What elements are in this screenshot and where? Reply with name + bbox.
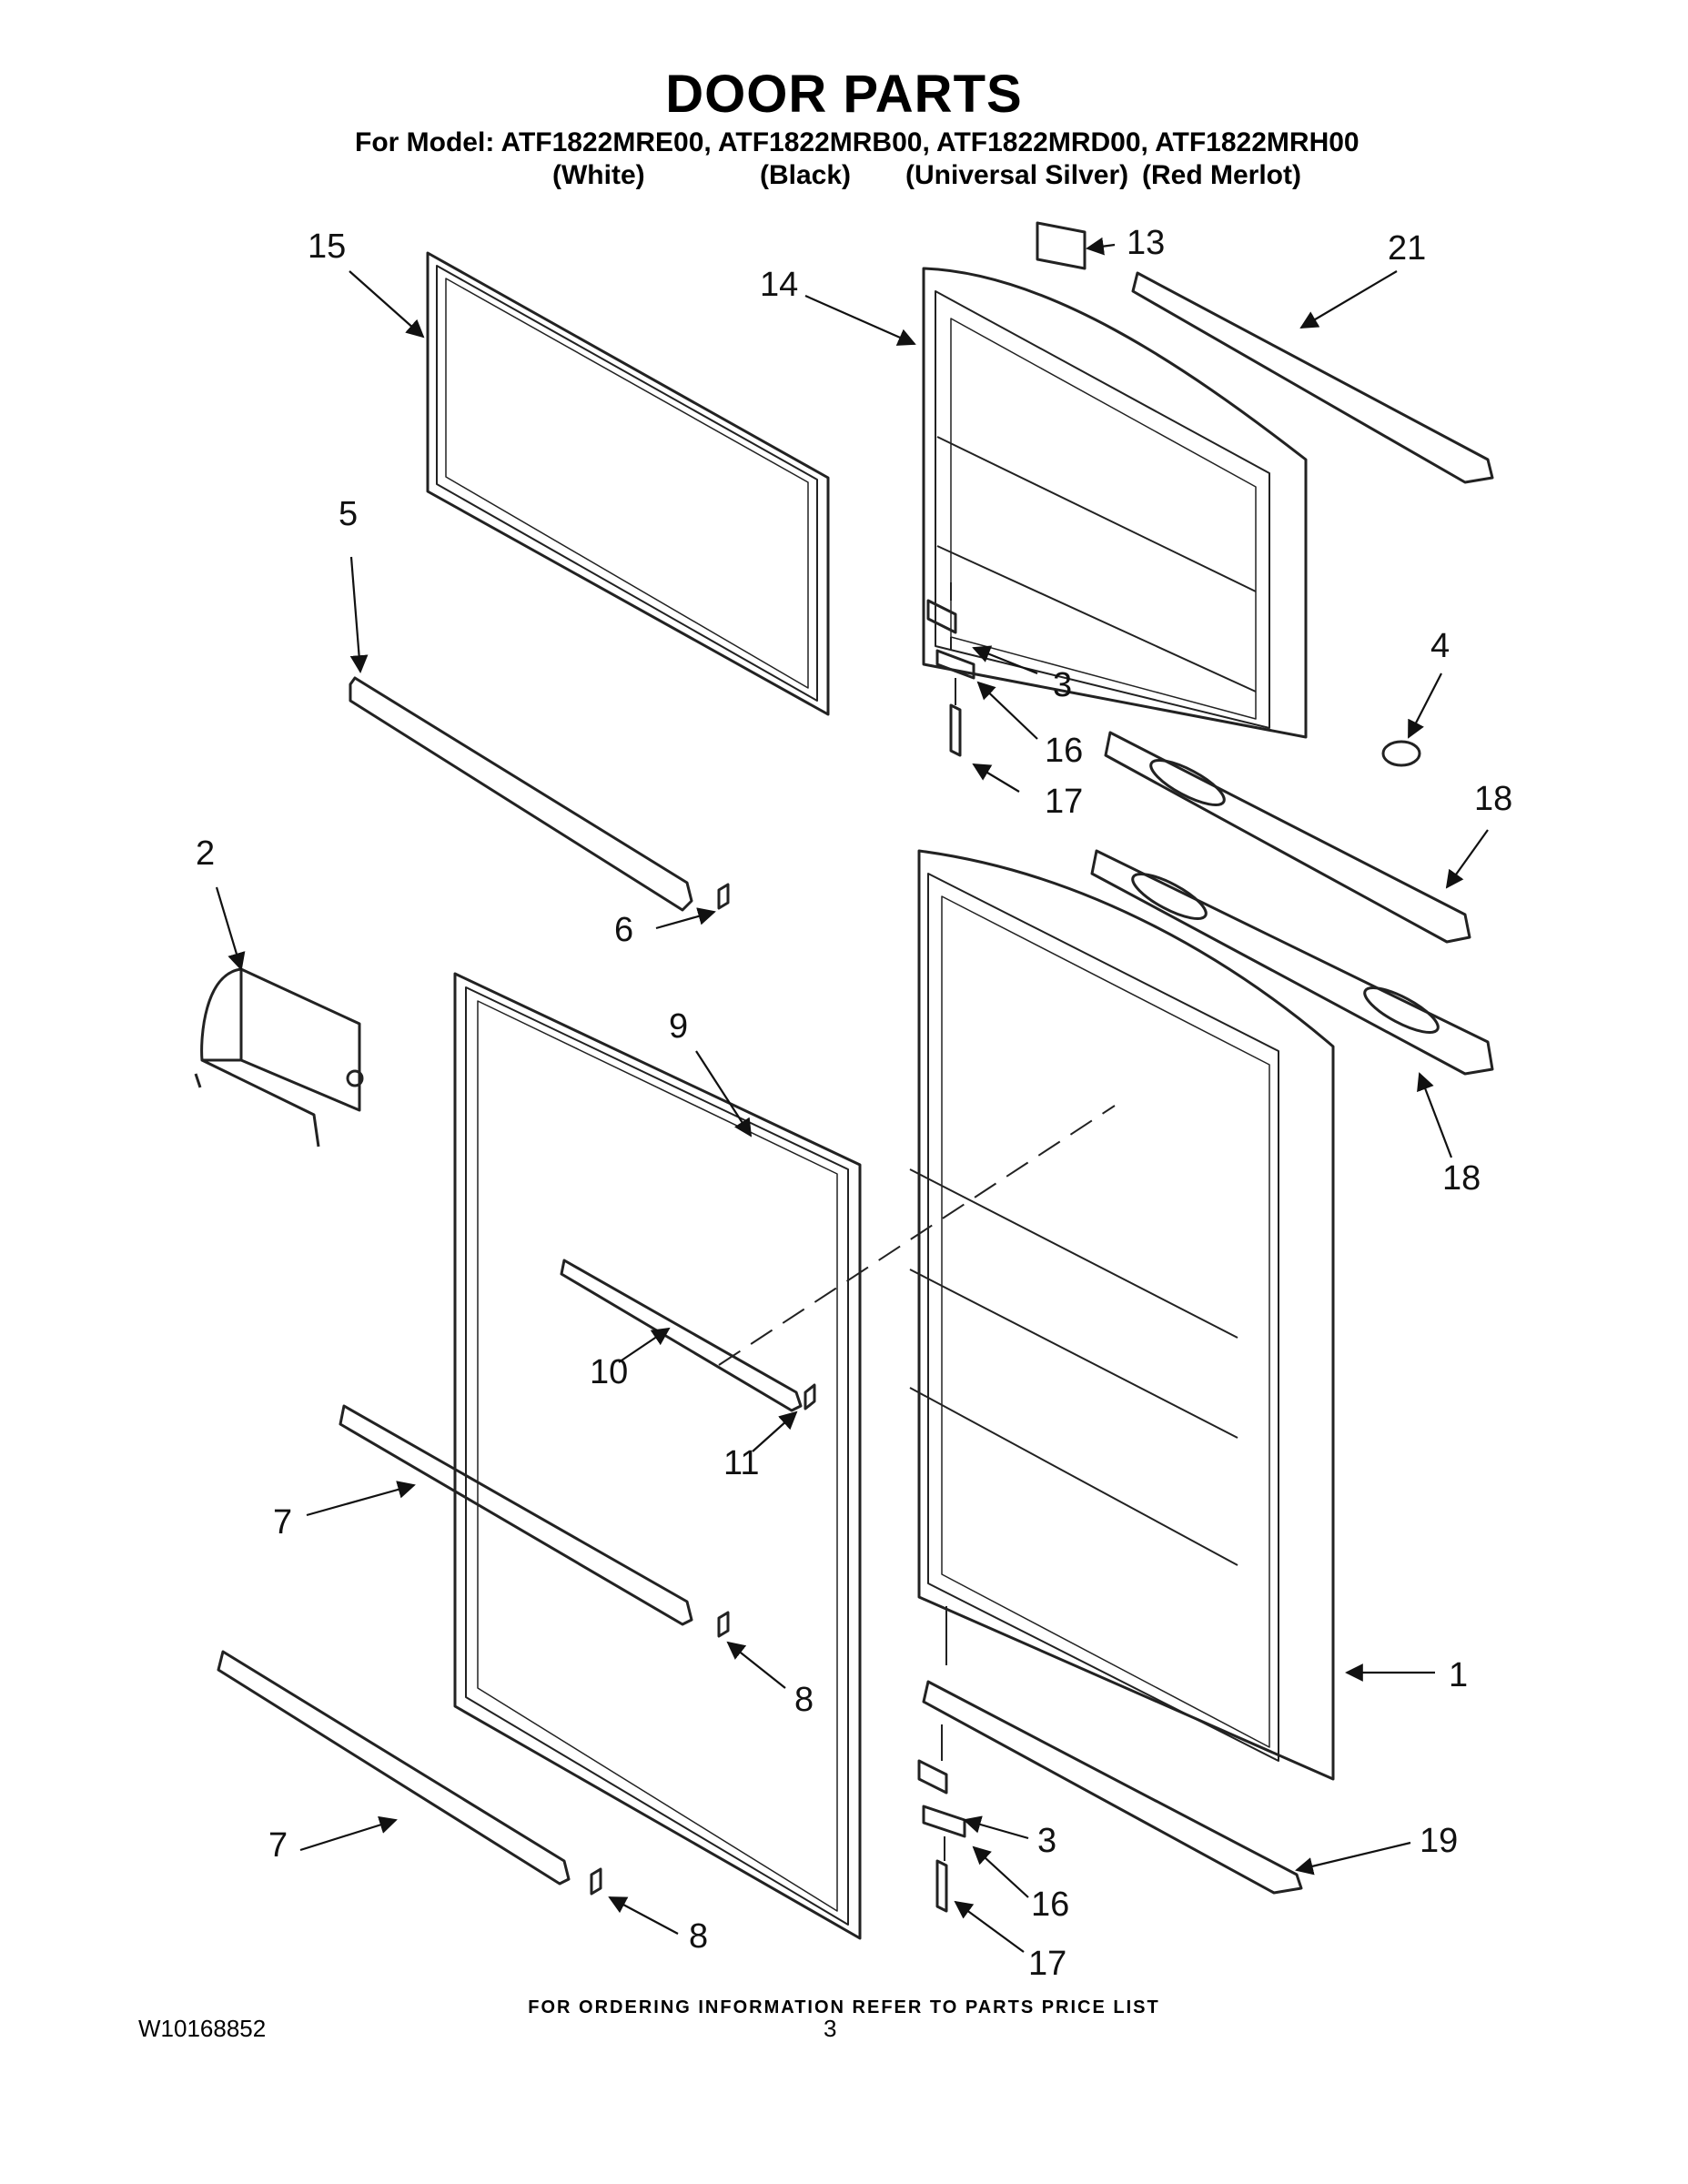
- freezer-door-label: [1036, 221, 1087, 270]
- freezer-door-gasket: [426, 251, 830, 716]
- document-number: W10168852: [138, 2015, 267, 2042]
- hinge-guide-line-upper: [950, 582, 956, 705]
- color-black: (Black): [760, 160, 852, 190]
- callout-17-lower: 17: [1028, 1945, 1066, 1983]
- callout-8-lower: 8: [689, 1917, 708, 1956]
- color-universal-silver: (Universal Silver): [905, 160, 1129, 190]
- callout-11: 11: [723, 1444, 759, 1482]
- model-line: For Model: ATF1822MRE00, ATF1822MRB00, A…: [355, 127, 1359, 157]
- door-shelf-trim-lower: [217, 1650, 571, 1886]
- callout-3-upper: 3: [1053, 666, 1072, 704]
- freezer-handle-trim: [1131, 271, 1494, 484]
- dairy-compartment-door: [194, 967, 364, 1148]
- callout-13: 13: [1127, 224, 1165, 262]
- freezer-door-assembly: [922, 267, 1308, 739]
- assembly-guide-line: [718, 1105, 1116, 1366]
- callout-19: 19: [1420, 1822, 1458, 1860]
- callout-16-lower: 16: [1031, 1886, 1069, 1924]
- leader-lines: [215, 237, 1489, 1953]
- handle-lower: [1090, 849, 1494, 1076]
- callout-5: 5: [339, 495, 358, 533]
- door-bottom-trim: [922, 1680, 1303, 1895]
- color-red-merlot: (Red Merlot): [1142, 160, 1301, 190]
- color-white: (White): [552, 160, 645, 190]
- handle-upper: [1104, 731, 1471, 944]
- callout-7-lower: 7: [268, 1826, 288, 1865]
- callout-17-upper: 17: [1045, 783, 1083, 821]
- page-number: 3: [824, 2015, 837, 2042]
- callout-18-upper: 18: [1474, 780, 1512, 818]
- callout-8-upper: 8: [794, 1681, 814, 1719]
- fresh-food-door-gasket: [453, 972, 862, 1940]
- hinge-guide-line-lower: [941, 1606, 947, 1861]
- door-shelf-trim-upper: [560, 1259, 803, 1412]
- callout-2: 2: [196, 834, 215, 873]
- handle-plug: [1381, 740, 1421, 767]
- lower-hinge-assembly: [917, 1759, 966, 1913]
- callout-6: 6: [614, 911, 633, 949]
- ordering-note: FOR ORDERING INFORMATION REFER TO PARTS …: [528, 1997, 1160, 2017]
- callout-7-upper: 7: [273, 1503, 292, 1542]
- shelf-trim-end-cap-lower: [590, 1867, 602, 1896]
- callout-21: 21: [1388, 229, 1426, 268]
- shelf-trim-end-cap-upper: [804, 1383, 816, 1410]
- shelf-trim-end-cap-middle: [717, 1611, 730, 1638]
- callout-4: 4: [1430, 627, 1450, 665]
- callout-9: 9: [669, 1007, 688, 1046]
- fresh-food-door-assembly: [909, 849, 1335, 1781]
- freezer-trim-end-cap: [717, 883, 730, 910]
- upper-hinge-assembly: [926, 599, 975, 757]
- callout-labels: 15 13 21 14 5 4 3 16 17 2 18 6 9 18 10 1…: [196, 224, 1512, 1983]
- page-title: DOOR PARTS: [665, 65, 1023, 124]
- callout-15: 15: [308, 228, 346, 266]
- callout-16-upper: 16: [1045, 732, 1083, 770]
- callout-10: 10: [590, 1353, 628, 1391]
- callout-18-lower: 18: [1442, 1159, 1481, 1198]
- callout-14: 14: [760, 266, 798, 304]
- door-shelf-trim-middle: [339, 1404, 693, 1626]
- callout-3-lower: 3: [1037, 1822, 1056, 1860]
- freezer-shelf-trim: [349, 676, 693, 912]
- callout-1: 1: [1449, 1656, 1468, 1694]
